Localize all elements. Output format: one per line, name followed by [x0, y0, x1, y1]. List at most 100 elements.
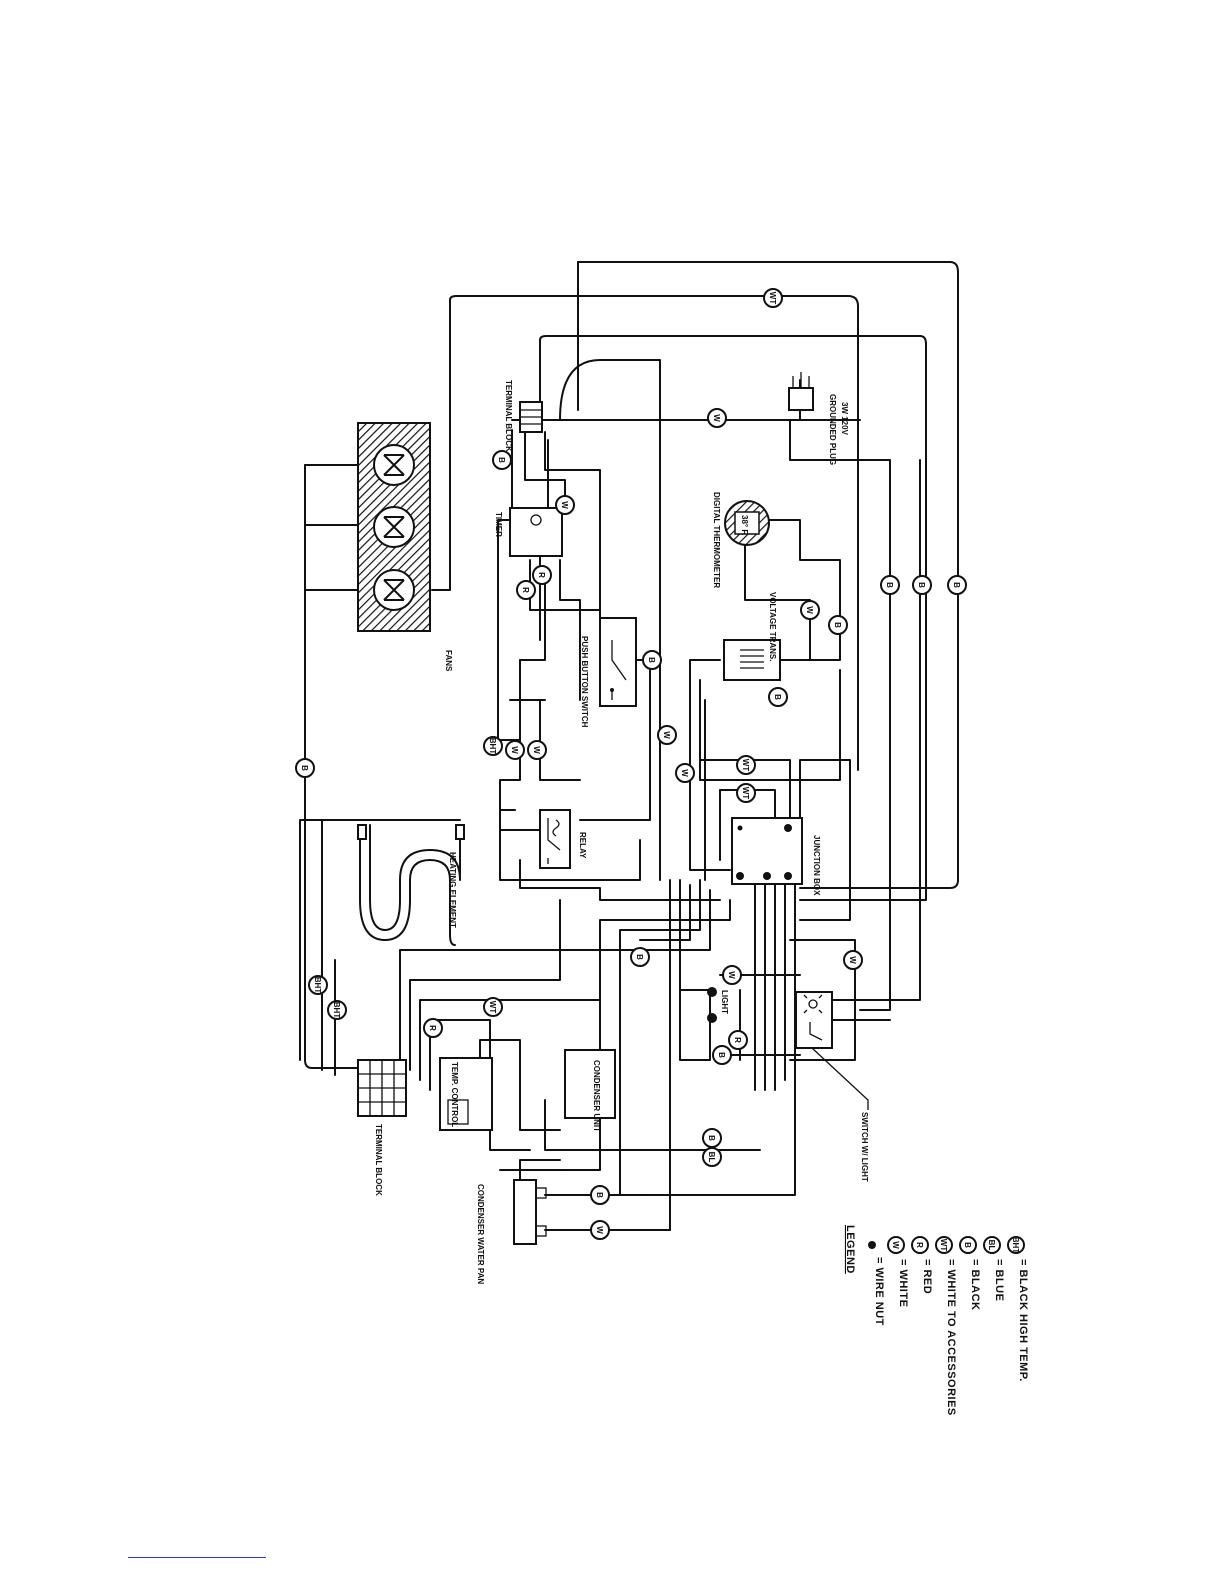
wire-tag: B: [912, 575, 932, 595]
wire-tag: B: [712, 1045, 732, 1065]
condenser-unit: CONDENSER UNIT: [564, 1049, 616, 1132]
legend-item: BL = BLUE: [983, 1236, 1005, 1301]
wire-tag: WT: [763, 288, 783, 308]
svg-text:W: W: [532, 746, 541, 754]
wire-tag: B: [880, 575, 900, 595]
wire-tags: WT W B W R R B B B B W B B W BHT W W WT …: [295, 288, 967, 1240]
wire-tag: B: [947, 575, 967, 595]
wire-tag: B: [492, 450, 512, 470]
svg-text:WT: WT: [768, 292, 777, 305]
legend-item-text: = BLUE: [993, 1259, 1005, 1301]
svg-text:R: R: [521, 587, 530, 593]
legend-item: = WIRE NUT: [868, 1241, 885, 1326]
legend-item-text: = WIRE NUT: [873, 1257, 885, 1326]
switch-w-light: SWITCH W/ LIGHT: [795, 991, 869, 1182]
wire-tag: BHT: [308, 975, 328, 995]
svg-text:B: B: [635, 954, 644, 960]
push-button-switch: PUSH BUTTON SWITCH: [580, 617, 637, 728]
svg-text:BHT: BHT: [332, 1002, 341, 1019]
wire-tag: WT: [736, 755, 756, 775]
wire-tag: B: [642, 650, 662, 670]
switch-w-light-label: SWITCH W/ LIGHT: [860, 1112, 869, 1182]
thermometer-reading: 38° F.: [740, 515, 749, 536]
svg-text:R: R: [733, 1037, 742, 1043]
svg-text:B: B: [773, 694, 782, 700]
digital-thermometer-label: DIGITAL THERMOMETER: [712, 492, 721, 588]
svg-text:W: W: [848, 956, 857, 964]
svg-text:W: W: [805, 606, 814, 614]
terminal-block-top-label: TERMINAL BLOCK: [504, 380, 513, 452]
legend-title: LEGEND: [844, 1225, 856, 1274]
wire-tag: W: [675, 763, 695, 783]
fans-block: FANS: [357, 422, 453, 672]
svg-text:BHT: BHT: [488, 738, 497, 755]
wire-tag: B: [702, 1128, 722, 1148]
svg-text:BHT: BHT: [1011, 1237, 1020, 1254]
svg-text:W: W: [891, 1241, 900, 1249]
wire-tag: WT: [736, 783, 756, 803]
wire-tag: R: [728, 1030, 748, 1050]
svg-text:R: R: [428, 1025, 437, 1031]
legend-item-text: = BLACK: [969, 1259, 981, 1310]
wire-tag: W: [555, 495, 575, 515]
relay-label: RELAY: [578, 832, 587, 859]
wire-tag: W: [707, 408, 727, 428]
svg-text:WT: WT: [488, 1001, 497, 1014]
wire-tag: W: [590, 1220, 610, 1240]
fan-icon: [373, 444, 415, 486]
svg-text:WT: WT: [939, 1239, 948, 1252]
wire-tag: BHT: [483, 736, 503, 756]
wire-tag: BL: [702, 1147, 722, 1167]
wire-tag: B: [590, 1185, 610, 1205]
svg-text:B: B: [497, 457, 506, 463]
wire-tag: R: [532, 565, 552, 585]
wire-tag: W: [527, 740, 547, 760]
svg-text:WT: WT: [741, 759, 750, 772]
fan-icon: [373, 506, 415, 548]
temp-control: TEMP. CONTROL: [439, 1057, 493, 1131]
wire-tag: WT: [483, 997, 503, 1017]
svg-text:B: B: [917, 582, 926, 588]
svg-text:BL: BL: [707, 1152, 716, 1163]
heating-element: HEATING ELEMENT: [357, 824, 465, 946]
junction-box: JUNCTION BOX: [731, 817, 821, 896]
digital-thermometer: 38° F. DIGITAL THERMOMETER: [712, 492, 770, 588]
terminal-block-bottom-label: TERMINAL BLOCK: [374, 1124, 383, 1196]
legend-item-text: = WHITE: [897, 1259, 909, 1307]
svg-text:B: B: [963, 1242, 972, 1248]
temp-control-label: TEMP. CONTROL: [450, 1062, 459, 1127]
svg-text:B: B: [952, 582, 961, 588]
svg-text:BHT: BHT: [313, 977, 322, 994]
svg-text:R: R: [915, 1242, 924, 1248]
light-label: LIGHT: [720, 990, 729, 1014]
wire-tag: W: [800, 600, 820, 620]
svg-text:W: W: [680, 769, 689, 777]
legend-item: B = BLACK: [959, 1236, 981, 1310]
heating-element-label: HEATING ELEMENT: [448, 852, 457, 928]
svg-text:W: W: [727, 971, 736, 979]
legend-item-text: = BLACK HIGH TEMP.: [1017, 1259, 1029, 1382]
wire-tag: R: [516, 580, 536, 600]
timer: TIMER: [494, 507, 563, 557]
svg-text:B: B: [300, 765, 309, 771]
svg-text:W: W: [595, 1226, 604, 1234]
wire-tag: B: [295, 758, 315, 778]
voltage-trans-label: VOLTAGE TRANS.: [768, 592, 777, 661]
wire-tag: B: [828, 615, 848, 635]
svg-text:B: B: [707, 1135, 716, 1141]
grounded-plug: GROUNDED PLUG 3W 120V: [788, 372, 849, 465]
grounded-plug-label: GROUNDED PLUG: [828, 394, 837, 465]
legend-item: BHT = BLACK HIGH TEMP.: [1007, 1236, 1029, 1382]
wire-tag: B: [768, 687, 788, 707]
terminal-block-top: TERMINAL BLOCK: [504, 380, 543, 452]
svg-text:B: B: [833, 622, 842, 628]
svg-text:W: W: [560, 501, 569, 509]
wire-tag: W: [505, 740, 525, 760]
plug-rating-label: 3W 120V: [840, 402, 849, 436]
condenser-water-pan: CONDENSER WATER PAN: [476, 1179, 547, 1284]
voltage-trans: VOLTAGE TRANS.: [723, 592, 781, 681]
legend-item-text: = WHITE TO ACCESSORIES: [945, 1259, 957, 1416]
svg-text:B: B: [595, 1192, 604, 1198]
svg-text:W: W: [662, 731, 671, 739]
legend-item-text: = RED: [921, 1259, 933, 1294]
